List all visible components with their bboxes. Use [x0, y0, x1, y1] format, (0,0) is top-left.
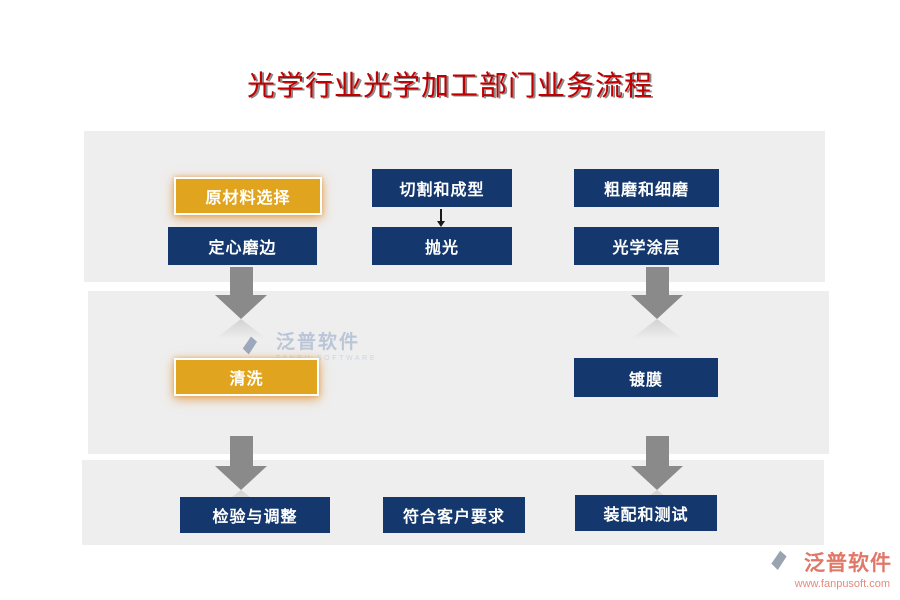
flow-node-centering-edging: 定心磨边: [168, 227, 317, 265]
flow-node-assembly-and-testing: 装配和测试: [575, 495, 717, 531]
watermark-brand: 泛普软件 FANPU SOFTWARE: [242, 332, 377, 362]
flow-node-coarse-and-fine-grinding: 粗磨和细磨: [574, 169, 719, 207]
flow-node-inspection-adjustment: 检验与调整: [180, 497, 330, 533]
connector-arrow-down-icon: [437, 209, 445, 227]
watermark-brand-name: 泛普软件: [276, 332, 361, 353]
watermark-brand-subtitle: FANPU SOFTWARE: [276, 355, 378, 362]
fanpu-logo-icon: [242, 333, 266, 360]
footer-brand-url: www.fanpusoft.com: [794, 578, 890, 590]
flow-node-polishing: 抛光: [372, 227, 512, 265]
flow-node-cleaning: 清洗: [174, 358, 319, 396]
flow-node-coating: 镀膜: [574, 358, 718, 397]
footer-brand: 泛普软件 www.fanpusoft.com: [732, 546, 892, 590]
flow-node-meet-customer-requirements: 符合客户要求: [383, 497, 525, 533]
flow-node-optical-coating: 光学涂层: [574, 227, 719, 265]
fanpu-logo-icon: [771, 547, 796, 576]
flow-arrow-down-icon: [631, 267, 683, 339]
flow-node-cutting-and-forming: 切割和成型: [372, 169, 512, 207]
flow-arrow-down-icon: [215, 267, 267, 339]
footer-brand-name: 泛普软件: [804, 552, 892, 575]
page-title: 光学行业光学加工部门业务流程: [246, 70, 653, 101]
flow-node-raw-material-selection: 原材料选择: [174, 177, 322, 215]
